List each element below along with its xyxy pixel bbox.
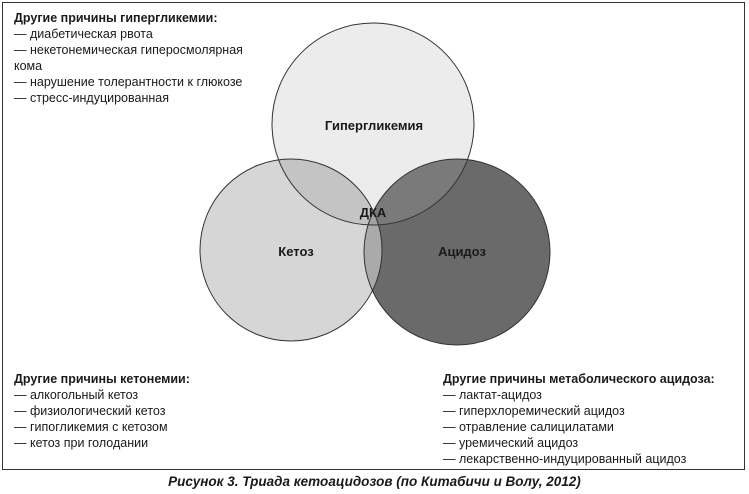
- ketonemia-causes-list: — алкогольный кетоз — физиологический ке…: [14, 387, 190, 451]
- acidosis-causes-note: Другие причины метаболического ацидоза: …: [443, 371, 715, 467]
- acidosis-causes-title: Другие причины метаболического ацидоза:: [443, 372, 715, 386]
- acidosis-label: Ацидоз: [438, 244, 486, 259]
- acidosis-outline: [363, 158, 551, 346]
- list-item: — лекарственно-индуцированный ацидоз: [443, 452, 687, 466]
- hyperglycemia-causes-list: — диабетическая рвота — некетонемическая…: [14, 26, 269, 106]
- acidosis-causes-list: — лактат-ацидоз — гиперхлоремический аци…: [443, 387, 715, 467]
- hyper-acidosis-overlap: [364, 159, 474, 225]
- ketonemia-causes-note: Другие причины кетонемии: — алкогольный …: [14, 371, 190, 451]
- list-item: — нарушение толерантности к глюкозе: [14, 75, 243, 89]
- list-item: — кетоз при голодании: [14, 436, 149, 450]
- ketosis-outline: [199, 158, 383, 342]
- ketosis-label: Кетоз: [278, 244, 314, 259]
- figure-caption: Рисунок 3. Триада кетоацидозов (по Китаб…: [168, 474, 581, 489]
- list-item: — физиологический кетоз: [14, 404, 166, 418]
- hyperglycemia-causes-title: Другие причины гипергликемии:: [14, 11, 218, 25]
- list-item: — некетонемическая гиперосмолярная кома: [14, 43, 243, 73]
- list-item: — гиперхлоремический ацидоз: [443, 404, 625, 418]
- list-item: — диабетическая рвота: [14, 27, 153, 41]
- list-item: — лактат-ацидоз: [443, 388, 542, 402]
- list-item: — гипогликемия с кетозом: [14, 420, 168, 434]
- dka-label: ДКА: [360, 205, 387, 220]
- hyperglycemia-label: Гипергликемия: [325, 118, 423, 133]
- hyper-ketosis-overlap: [272, 159, 382, 225]
- list-item: — алкогольный кетоз: [14, 388, 139, 402]
- list-item: — уремический ацидоз: [443, 436, 579, 450]
- hyperglycemia-outline: [271, 22, 475, 226]
- venn-diagram: Гипергликемия Кетоз Ацидоз ДКА: [199, 22, 551, 346]
- list-item: — стресс-индуцированная: [14, 91, 169, 105]
- hyperglycemia-causes-note: Другие причины гипергликемии: — диабетич…: [14, 10, 269, 106]
- ketonemia-causes-title: Другие причины кетонемии:: [14, 372, 190, 386]
- list-item: — отравление салицилатами: [443, 420, 614, 434]
